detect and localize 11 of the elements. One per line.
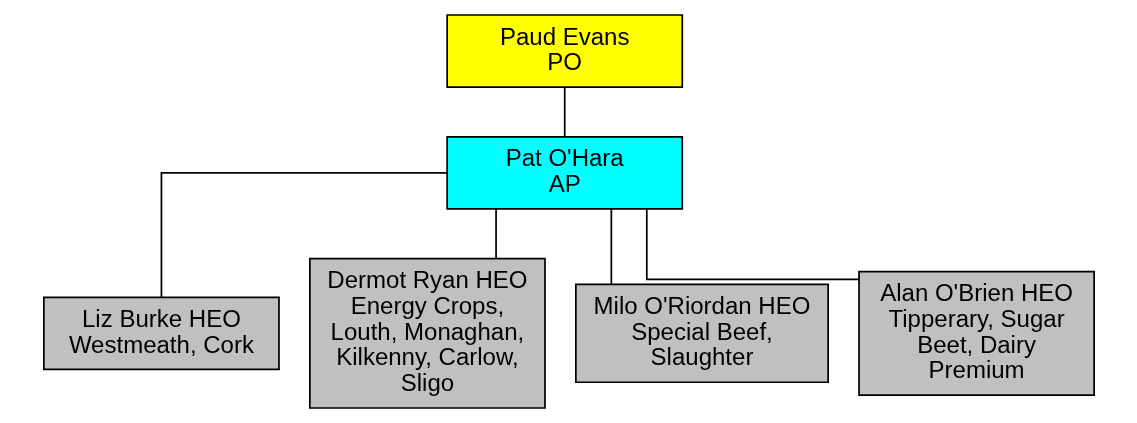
node-box: Pat O'Hara AP — [445, 136, 683, 210]
connector — [494, 208, 497, 260]
connector — [160, 172, 448, 298]
connector — [610, 208, 612, 286]
node-box: Liz Burke HEO Westmeath, Cork — [42, 296, 280, 371]
connector — [645, 208, 860, 281]
node-box: Paud Evans PO — [445, 14, 683, 88]
connector — [563, 86, 566, 138]
node-box: Milo O'Riordan HEO Special Beef, Slaughter — [574, 283, 829, 384]
node-box: Dermot Ryan HEO Energy Crops, Louth, Monaghan, Kilkenny, Carlow, Sligo — [308, 257, 546, 409]
node-box: Alan O'Brien HEO Tipperary, Sugar Beet, Dairy Premium — [857, 270, 1095, 396]
